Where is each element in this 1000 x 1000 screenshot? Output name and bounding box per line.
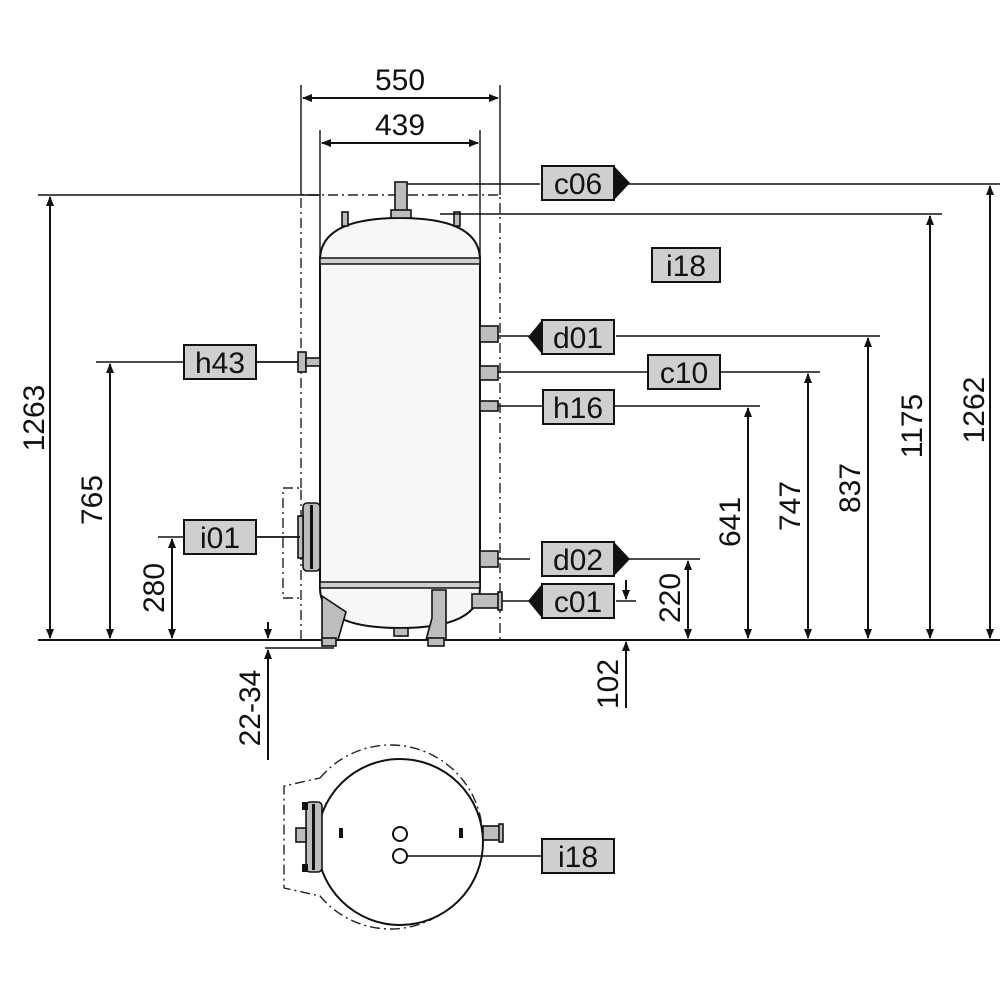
tank-body: [319, 216, 481, 630]
plan-lug-left: [339, 828, 343, 838]
tag-d02-pointer: [614, 542, 630, 576]
tag-d02-label: d02: [553, 544, 603, 577]
bottom-seam: [319, 581, 481, 589]
dim-label-feet: 22-34: [234, 670, 267, 747]
plan-nozzle-right-flange: [498, 823, 504, 843]
tag-d02: d02: [541, 541, 630, 577]
nozzle-c01: [471, 593, 501, 609]
tag-i01: i01: [183, 519, 257, 555]
tag-h43-label: h43: [195, 347, 245, 380]
tag-d02-box: [541, 541, 615, 577]
lifting-lug-left: [341, 211, 349, 227]
nozzle-c10: [479, 365, 499, 381]
dim-label-550: 550: [375, 64, 425, 97]
dim-label-439: 439: [375, 109, 425, 142]
dim-label-641: 641: [714, 497, 747, 547]
flange-i01-bolts: [310, 505, 313, 569]
lifting-lug-right: [453, 211, 461, 227]
tag-c01: c01: [528, 583, 615, 619]
tag-d01-box: [541, 319, 615, 355]
plan-flange-bolt-bottom: [302, 864, 308, 872]
dim-label-837: 837: [834, 463, 867, 513]
tag-c06-label: c06: [554, 168, 602, 201]
tag-i18-top: i18: [541, 838, 615, 874]
foot-right: [427, 637, 445, 647]
dim-label-747: 747: [774, 481, 807, 531]
dim-label-1263: 1263: [18, 385, 51, 452]
tag-h43: h43: [183, 344, 257, 380]
tag-h16: h16: [542, 389, 615, 425]
top-seam: [319, 257, 481, 265]
nozzle-c01-flange: [497, 591, 503, 611]
tag-c10-label: c10: [660, 357, 708, 390]
tag-i18-top-label: i18: [558, 841, 598, 874]
dim-label-1175: 1175: [896, 394, 929, 459]
tag-c10-box: [647, 354, 721, 390]
dim-label-1262: 1262: [958, 377, 991, 444]
dim-label-280: 280: [138, 563, 171, 613]
tag-d01: d01: [528, 319, 615, 355]
tag-c01-label: c01: [554, 586, 602, 619]
tag-i18-top-box: [541, 838, 615, 874]
tag-h16-box: [542, 389, 615, 425]
nozzle-c06-base: [390, 209, 412, 219]
plan-lug-right: [459, 828, 463, 838]
tag-c06: c06: [541, 165, 630, 201]
plan-view: i18: [283, 744, 615, 930]
plan-flange-bolts: [312, 804, 315, 870]
tag-h43-box: [183, 344, 257, 380]
plan-port-upper: [392, 826, 408, 842]
tag-i18-side-label: i18: [666, 250, 706, 283]
tag-c06-pointer: [614, 166, 630, 200]
sensor-h43-cap: [297, 351, 307, 373]
tag-c01-pointer: [528, 584, 542, 618]
tag-c01-box: [541, 583, 615, 619]
sensor-h43-stem: [305, 357, 321, 367]
nozzle-d01: [479, 325, 499, 343]
tag-i18-side: i18: [651, 247, 721, 283]
tag-i01-box: [183, 519, 257, 555]
plan-flange-bolt-top: [302, 802, 308, 810]
leg-left: [321, 594, 347, 641]
foot-left: [321, 637, 337, 647]
tag-h16-label: h16: [553, 392, 603, 425]
plan-flange-handle: [295, 827, 307, 843]
plan-port-i18: [392, 848, 408, 864]
dim-label-220: 220: [654, 573, 687, 623]
nozzle-h16: [479, 400, 499, 412]
dim-label-765: 765: [76, 475, 109, 525]
front-elevation: 550 439 12: [18, 64, 1000, 760]
tag-d01-pointer: [528, 320, 542, 354]
dim-label-102: 102: [592, 659, 625, 709]
tag-i18-side-box: [651, 247, 721, 283]
tag-d01-label: d01: [553, 322, 603, 355]
nozzle-d02: [479, 550, 499, 568]
tag-c10: c10: [647, 354, 721, 390]
tag-i01-label: i01: [200, 522, 240, 555]
bottom-drain: [393, 627, 409, 637]
